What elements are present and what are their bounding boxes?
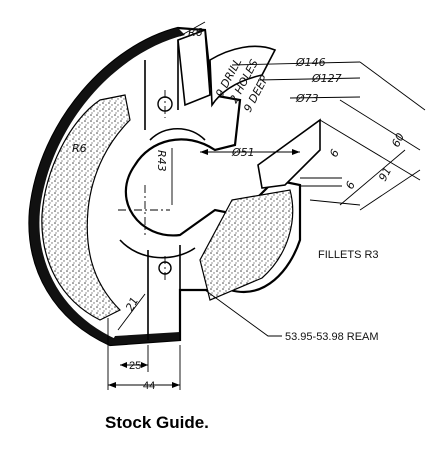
figure-caption: Stock Guide. [105, 413, 209, 432]
label-r6-top: R6 [188, 26, 203, 39]
dimension-lines [107, 21, 426, 390]
label-dia127: Ø127 [311, 72, 342, 85]
lower-slot [147, 245, 181, 340]
label-ream: 53.95-53.98 REAM [285, 331, 379, 343]
label-dim91: 91 [376, 165, 394, 183]
label-dim44: 44 [143, 380, 155, 392]
label-r6-left: R6 [72, 142, 87, 155]
label-dia51: Ø51 [231, 146, 255, 159]
label-dia73: Ø73 [295, 92, 319, 105]
label-fillets: FILLETS R3 [318, 249, 379, 261]
label-dim60: 60 [389, 131, 407, 149]
label-dia146: Ø146 [295, 56, 326, 69]
label-dim21: 21 [123, 295, 141, 313]
middle-fork [257, 118, 321, 189]
upper-fork [209, 45, 277, 108]
label-r43: R43 [155, 150, 168, 172]
upper-arm [177, 28, 211, 107]
center-lines [118, 90, 170, 282]
label-dim6b: 6 [343, 179, 358, 191]
bore-arc [119, 128, 206, 259]
lower-rim [110, 332, 180, 345]
upper-slot [144, 40, 179, 130]
arrowheads [108, 149, 300, 388]
label-dim6a: 6 [327, 147, 342, 159]
left-face-stipple [41, 94, 131, 321]
right-face-stipple [199, 189, 294, 301]
label-dim25: 25 [129, 360, 141, 372]
